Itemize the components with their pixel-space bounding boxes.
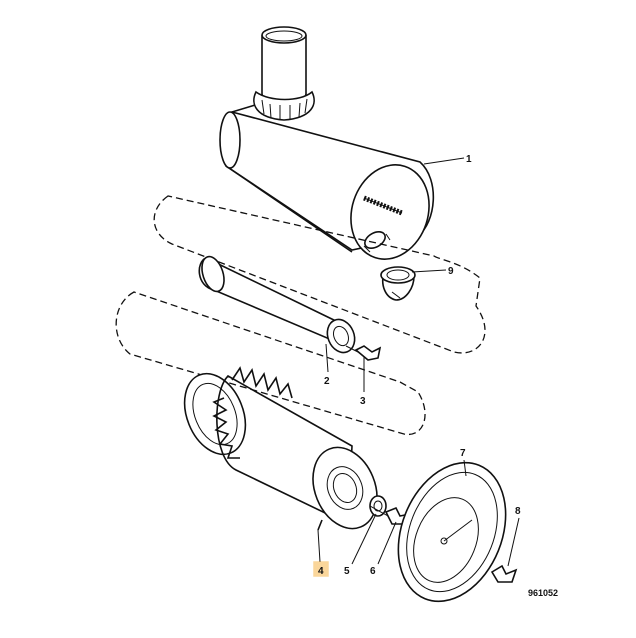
highlight-box [313, 561, 329, 577]
callout-6: 6 [370, 566, 376, 577]
callout-7: 7 [460, 448, 466, 459]
assembly-outline-upper [153, 195, 486, 354]
leader-lines [317, 157, 520, 567]
callout-5: 5 [344, 566, 350, 577]
assembly-outline-lower [115, 291, 426, 435]
callout-9: 9 [448, 266, 454, 277]
callout-8: 8 [515, 506, 521, 517]
wing-nut-small [345, 345, 382, 361]
reference-number: 961052 [528, 588, 558, 598]
wing-nut-cover [490, 564, 518, 583]
callout-2: 2 [324, 376, 330, 387]
inner-safety-element [198, 255, 356, 354]
dust-valve [380, 266, 416, 301]
end-cover [397, 461, 507, 603]
primary-filter-element [183, 366, 378, 531]
callout-4: 4 [318, 566, 324, 577]
callout-3: 3 [360, 396, 366, 407]
air-cleaner-housing [219, 26, 435, 260]
callout-1: 1 [466, 154, 472, 165]
